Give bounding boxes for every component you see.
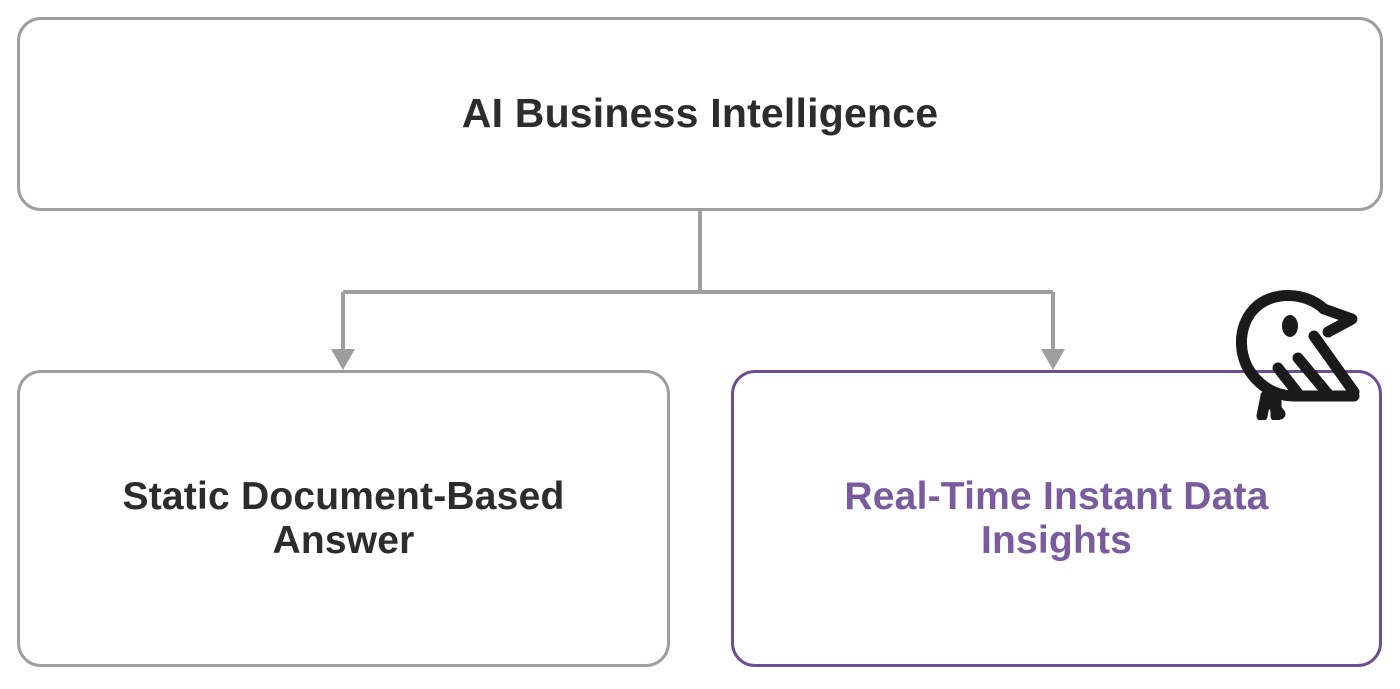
node-ai-business-intelligence[interactable]: AI Business Intelligence xyxy=(17,17,1383,211)
node-real-time-instant-data-insights[interactable]: Real-Time Instant Data Insights xyxy=(731,370,1382,667)
arrowhead-static xyxy=(331,349,355,370)
node-label-root: AI Business Intelligence xyxy=(461,90,939,137)
node-label-static: Static Document-Based Answer xyxy=(122,474,565,562)
node-label-realtime: Real-Time Instant Data Insights xyxy=(844,474,1269,562)
bird-eye-icon xyxy=(1282,315,1298,337)
arrowhead-realtime xyxy=(1041,349,1065,370)
node-static-document-based-answer[interactable]: Static Document-Based Answer xyxy=(17,370,670,667)
bird-icon xyxy=(1236,290,1360,420)
